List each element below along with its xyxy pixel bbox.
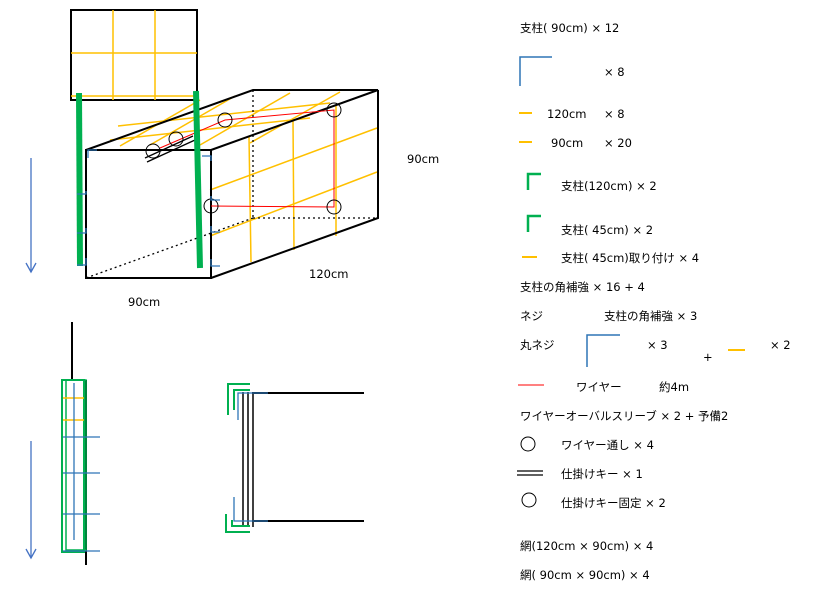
trap-key-icon (517, 470, 543, 476)
legend-net-90x90: 網( 90cm × 90cm) × 4 (520, 568, 650, 582)
down-arrow-bottom (25, 441, 37, 560)
trap-key (144, 135, 196, 163)
legend-screw-label: ネジ (520, 309, 543, 323)
hidden-edges (85, 90, 378, 279)
legend-wire-qty: 約4m (659, 380, 690, 394)
legend-bar90-qty: × 20 (604, 136, 632, 150)
green-pillars (76, 90, 203, 269)
cage-3d-view (25, 9, 379, 279)
legend-wire-pass: ワイヤー通し × 4 (561, 438, 654, 452)
corner-brackets (77, 149, 220, 267)
legend-round-screw-qty2: × 2 (770, 338, 791, 352)
legend-bar120-qty: × 8 (604, 107, 625, 121)
dimension-depth: 120cm (309, 267, 349, 281)
legend-icons (517, 56, 745, 508)
side-view (25, 322, 100, 565)
legend-net-120x90: 網(120cm × 90cm) × 4 (520, 539, 654, 553)
legend-oval-sleeve: ワイヤーオーバルスリーブ × 2 + 予備2 (520, 409, 729, 423)
round-screw-bracket-icon (586, 334, 620, 367)
door-detail-view (225, 383, 364, 533)
box-outline (85, 89, 379, 279)
dimension-height: 90cm (407, 152, 440, 166)
legend-round-screw-plus: + (703, 350, 713, 364)
legend-bar90-label: 90cm (551, 136, 584, 150)
side-face-mesh (209, 106, 378, 263)
top-face-mesh (109, 91, 341, 147)
legend-pillar-45-mount: 支柱( 45cm)取り付け × 4 (561, 251, 700, 265)
legend-corner-reinforcement: 支柱の角補強 × 16 + 4 (520, 280, 645, 294)
dimension-width: 90cm (128, 295, 161, 309)
wire-pass-icon (520, 436, 536, 452)
down-arrow-top (25, 158, 37, 274)
bracket-icon (519, 56, 552, 86)
trap-key-fix-icon (521, 492, 537, 508)
legend-bar120-label: 120cm (547, 107, 587, 121)
pillar45-icon (526, 214, 541, 232)
legend-trap-key-fix: 仕掛けキー固定 × 2 (561, 496, 666, 510)
legend-trap-key: 仕掛けキー × 1 (561, 467, 643, 481)
legend-wire-label: ワイヤー (576, 380, 622, 394)
pillar120-icon (526, 172, 541, 190)
wire-path (159, 109, 335, 208)
legend-pillar-120: 支柱(120cm) × 2 (561, 179, 657, 193)
door-flap (70, 9, 198, 101)
front-face (85, 149, 212, 279)
legend-pillar-90: 支柱( 90cm) × 12 (520, 21, 620, 35)
legend-pillar-45: 支柱( 45cm) × 2 (561, 223, 654, 237)
legend-bracket-qty: × 8 (604, 65, 625, 79)
legend-round-screw-label: 丸ネジ (520, 338, 555, 352)
wire-pass-circles (145, 102, 342, 215)
legend-round-screw-qty1: × 3 (647, 338, 668, 352)
legend-screw-item: 支柱の角補強 × 3 (604, 309, 698, 323)
